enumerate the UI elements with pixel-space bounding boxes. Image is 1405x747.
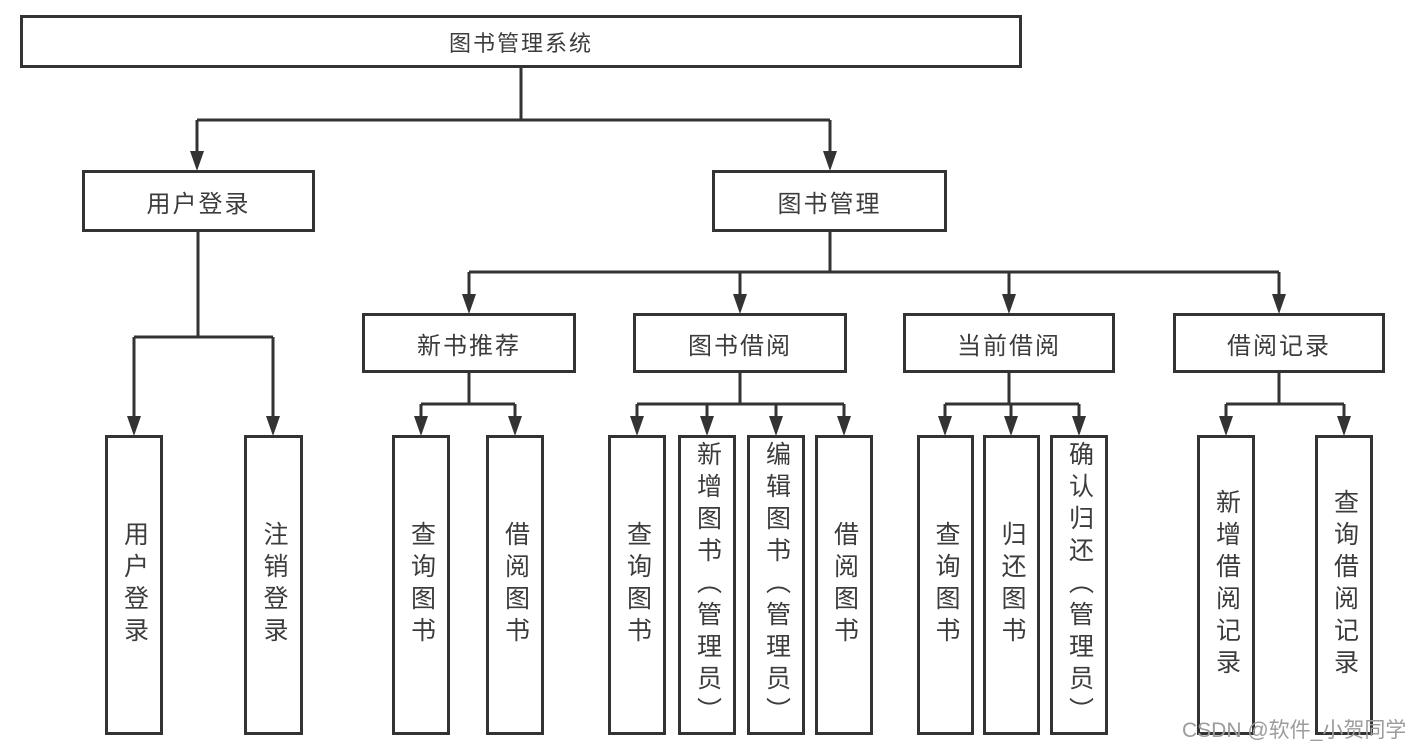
leaf-query-borrow-record: 查询借阅记录	[1315, 435, 1373, 735]
root-node-label: 图书管理系统	[448, 30, 593, 56]
leaf-add-book-admin: 新增图书（管理员）	[678, 435, 736, 735]
leaf-query-books-recommend: 查询图书	[392, 435, 450, 735]
branch-book-management: 图书管理	[712, 170, 947, 232]
module-book-borrow-label: 图书借阅	[688, 332, 792, 360]
leaf-add-borrow-record: 新增借阅记录	[1197, 435, 1255, 735]
leaf-edit-book-admin-label: 编辑图书（管理员）	[762, 441, 791, 729]
module-borrow-records-label: 借阅记录	[1227, 332, 1331, 360]
root-node: 图书管理系统	[20, 15, 1022, 68]
watermark: CSDN @软件_小贺同学	[1182, 719, 1405, 742]
leaf-query-books-borrow: 查询图书	[608, 435, 666, 735]
leaf-return-book-label: 归还图书	[998, 521, 1026, 649]
leaf-query-books-borrow-label: 查询图书	[623, 521, 652, 649]
leaf-logout-label: 注销登录	[260, 521, 288, 649]
leaf-query-books-current: 查询图书	[917, 435, 974, 735]
module-book-borrow: 图书借阅	[633, 313, 847, 373]
leaf-add-book-admin-label: 新增图书（管理员）	[693, 441, 722, 729]
module-borrow-records: 借阅记录	[1173, 313, 1385, 373]
leaf-confirm-return-admin: 确认归还（管理员）	[1050, 435, 1108, 735]
leaf-query-books-current-label: 查询图书	[932, 521, 960, 649]
leaf-borrow-books-recommend: 借阅图书	[486, 435, 544, 735]
leaf-borrow-books-module-label: 借阅图书	[830, 521, 859, 649]
leaf-borrow-books-recommend-label: 借阅图书	[501, 521, 530, 649]
module-new-book-recommend: 新书推荐	[362, 313, 576, 373]
leaf-logout: 注销登录	[244, 435, 303, 735]
leaf-add-borrow-record-label: 新增借阅记录	[1212, 489, 1241, 681]
leaf-confirm-return-admin-label: 确认归还（管理员）	[1065, 441, 1094, 729]
module-current-borrow: 当前借阅	[903, 313, 1115, 373]
branch-user-login: 用户登录	[82, 170, 315, 232]
module-new-book-recommend-label: 新书推荐	[417, 332, 521, 360]
leaf-user-login-label: 用户登录	[120, 521, 149, 649]
leaf-return-book: 归还图书	[983, 435, 1040, 735]
module-current-borrow-label: 当前借阅	[957, 332, 1061, 360]
leaf-borrow-books-module: 借阅图书	[815, 435, 873, 735]
leaf-edit-book-admin: 编辑图书（管理员）	[747, 435, 805, 735]
leaf-user-login: 用户登录	[105, 435, 163, 735]
leaf-query-borrow-record-label: 查询借阅记录	[1330, 489, 1359, 681]
leaf-query-books-recommend-label: 查询图书	[407, 521, 436, 649]
branch-book-management-label: 图书管理	[777, 190, 882, 218]
branch-user-login-label: 用户登录	[146, 190, 251, 218]
